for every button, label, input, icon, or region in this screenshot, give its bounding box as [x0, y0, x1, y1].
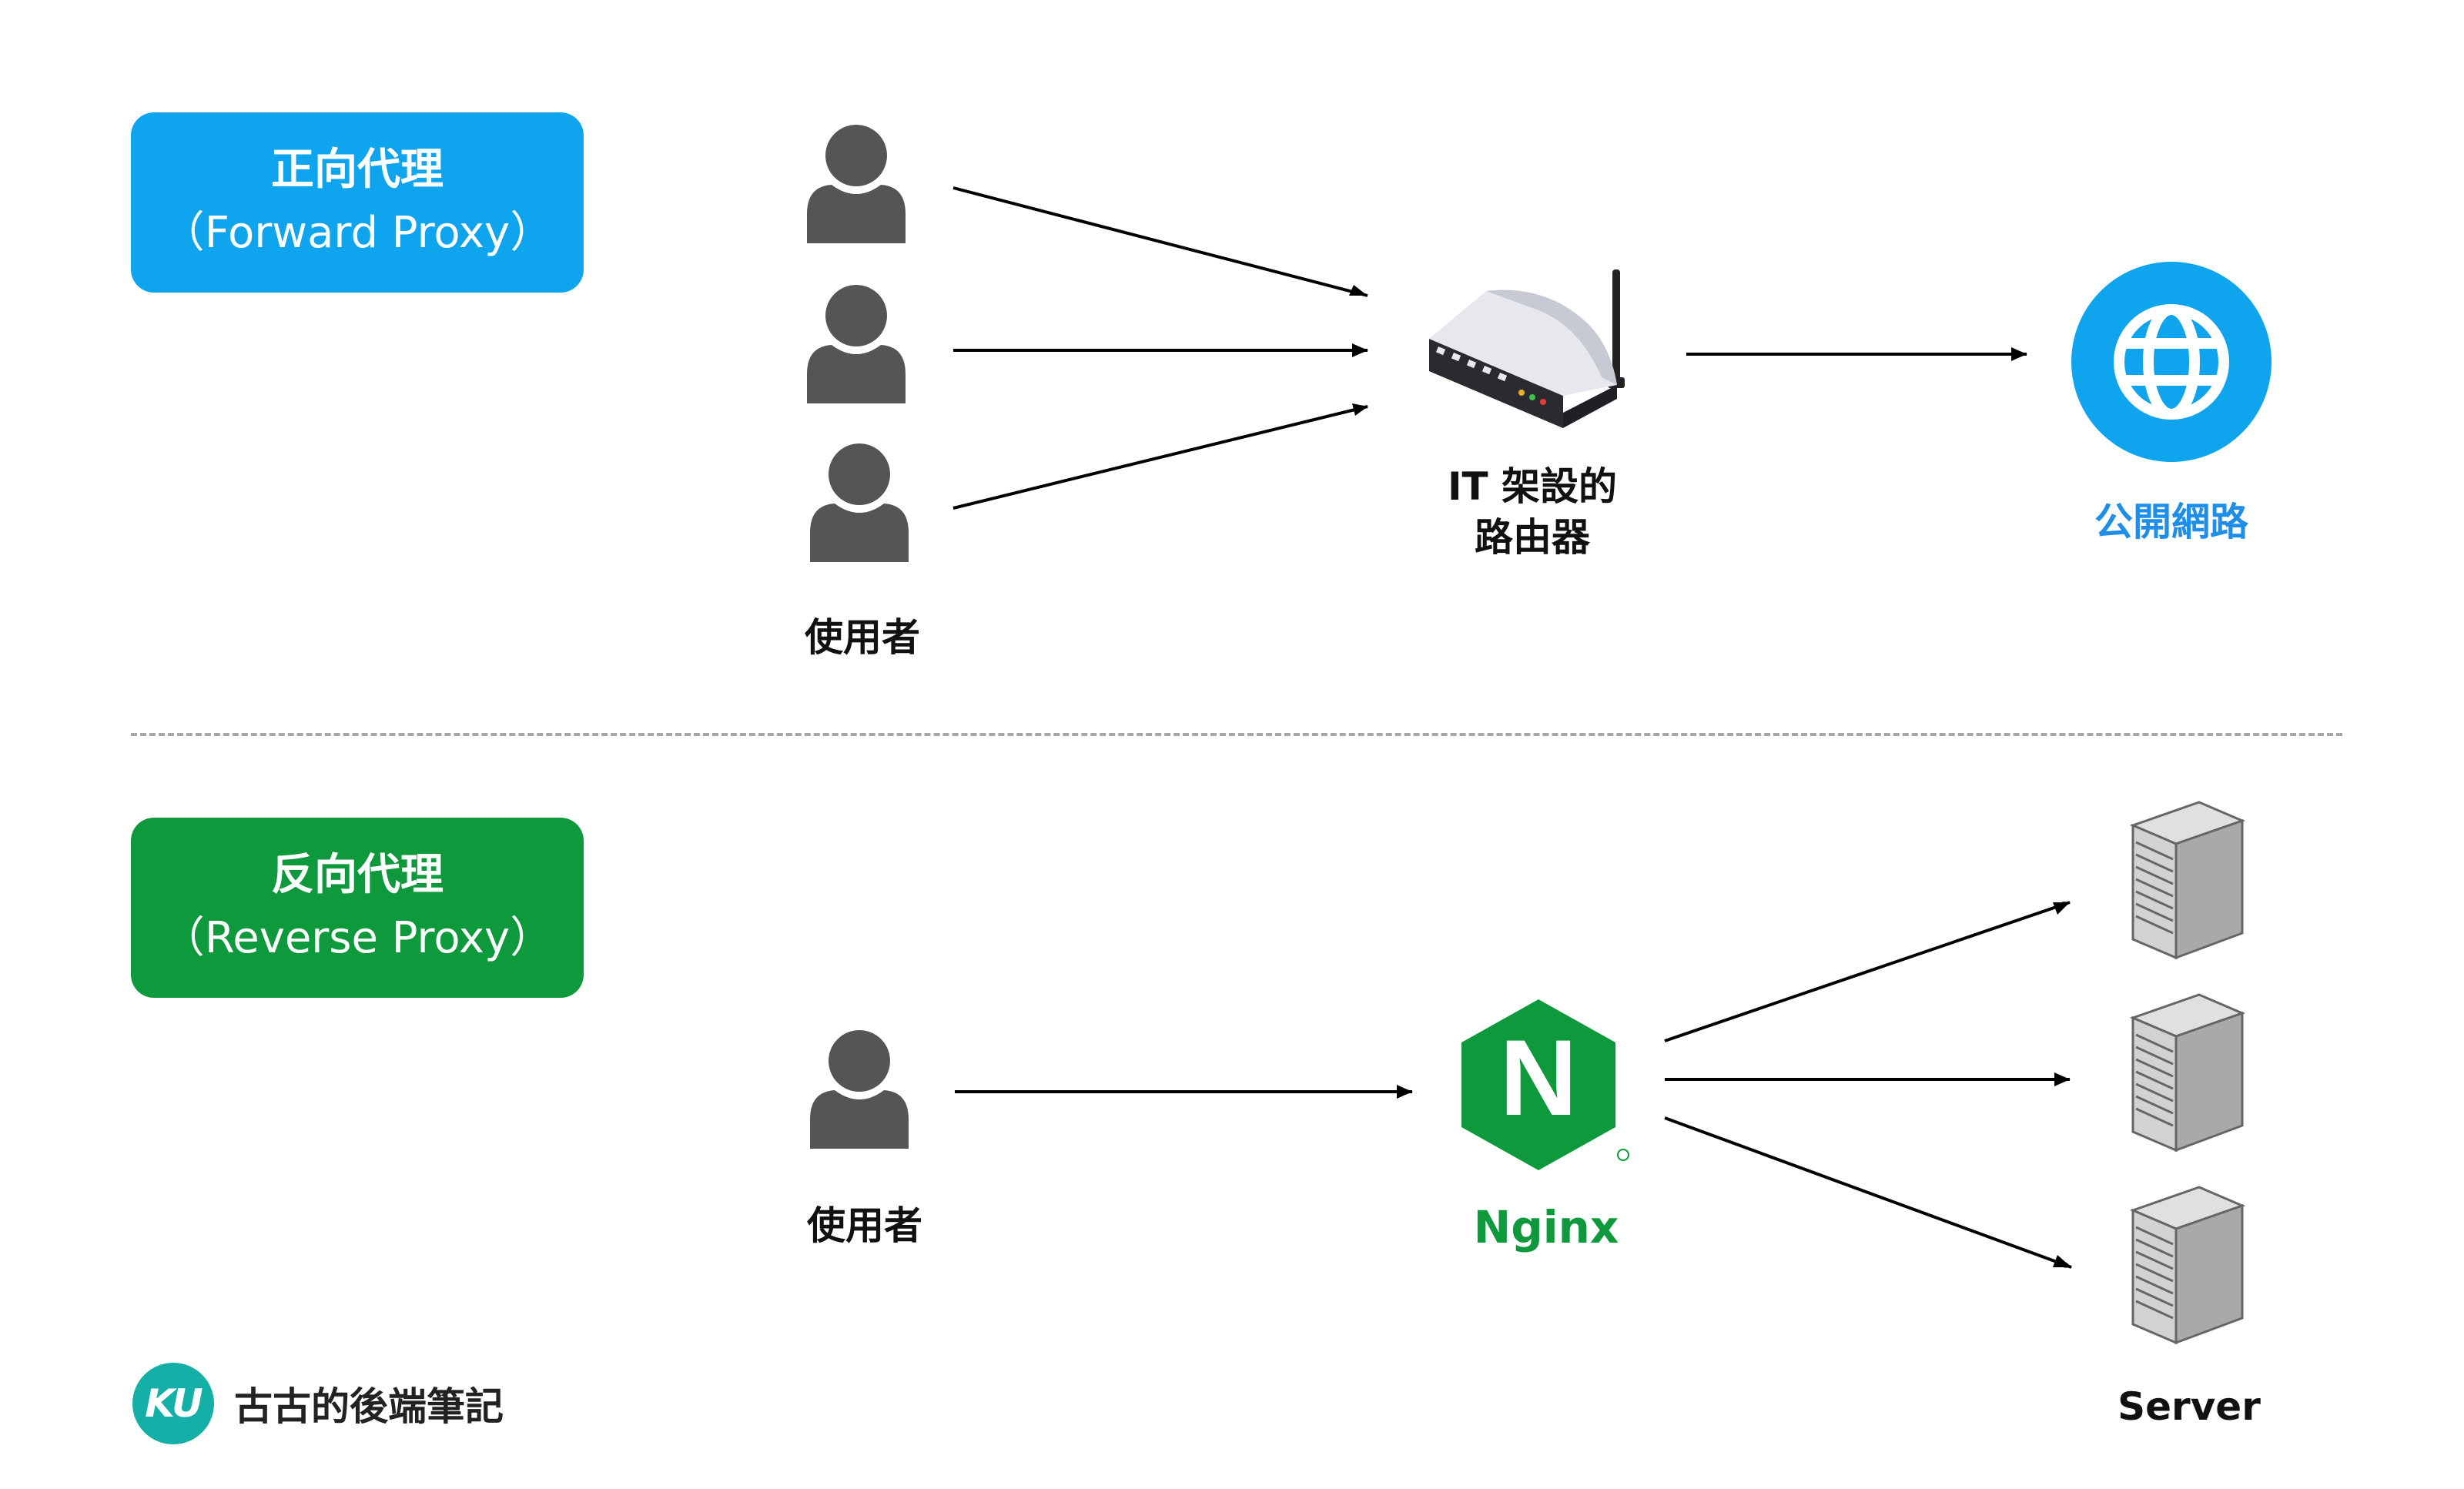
- forward-users-label: 使用者: [805, 615, 920, 660]
- reverse-proxy-badge: 反向代理 （Reverse Proxy）: [131, 818, 584, 998]
- nginx-logo-letter: N: [1499, 1017, 1577, 1138]
- arrow-nginx-server1: [1664, 901, 2071, 1042]
- user-icon: [810, 443, 909, 562]
- arrow-user3-router: [952, 405, 1368, 510]
- router-label-line2: 路由器: [1475, 515, 1590, 560]
- brand-logo: KU: [132, 1363, 214, 1444]
- brand-name: 古古的後端筆記: [234, 1384, 504, 1429]
- brand: KU 古古的後端筆記: [132, 1363, 504, 1444]
- arrow-user1-router: [952, 186, 1368, 297]
- internet-label: 公開網路: [2094, 500, 2248, 544]
- section-divider: [131, 733, 2342, 736]
- globe-icon: [2071, 262, 2272, 462]
- server-icon: [2129, 1186, 2246, 1345]
- user-icon: [810, 1030, 909, 1149]
- user-icon: [807, 285, 906, 403]
- reverse-proxy-subtitle: （Reverse Proxy）: [161, 913, 554, 963]
- nginx-label: Nginx: [1473, 1201, 1619, 1253]
- nginx-logo-icon: N: [1461, 999, 1629, 1170]
- arrow-nginx-server3: [1664, 1116, 2072, 1269]
- forward-proxy-subtitle: （Forward Proxy）: [161, 208, 554, 258]
- router-label-line1: IT 架設的: [1447, 464, 1618, 509]
- server-icon: [2129, 801, 2246, 960]
- user-icon: [807, 125, 906, 243]
- reverse-user-label: 使用者: [807, 1203, 922, 1248]
- forward-proxy-badge: 正向代理 （Forward Proxy）: [131, 112, 584, 293]
- server-icon: [2129, 993, 2246, 1153]
- forward-proxy-title: 正向代理: [271, 145, 444, 195]
- servers-label: Server: [2118, 1384, 2261, 1429]
- router-icon: [1429, 269, 1625, 428]
- reverse-proxy-title: 反向代理: [271, 850, 444, 900]
